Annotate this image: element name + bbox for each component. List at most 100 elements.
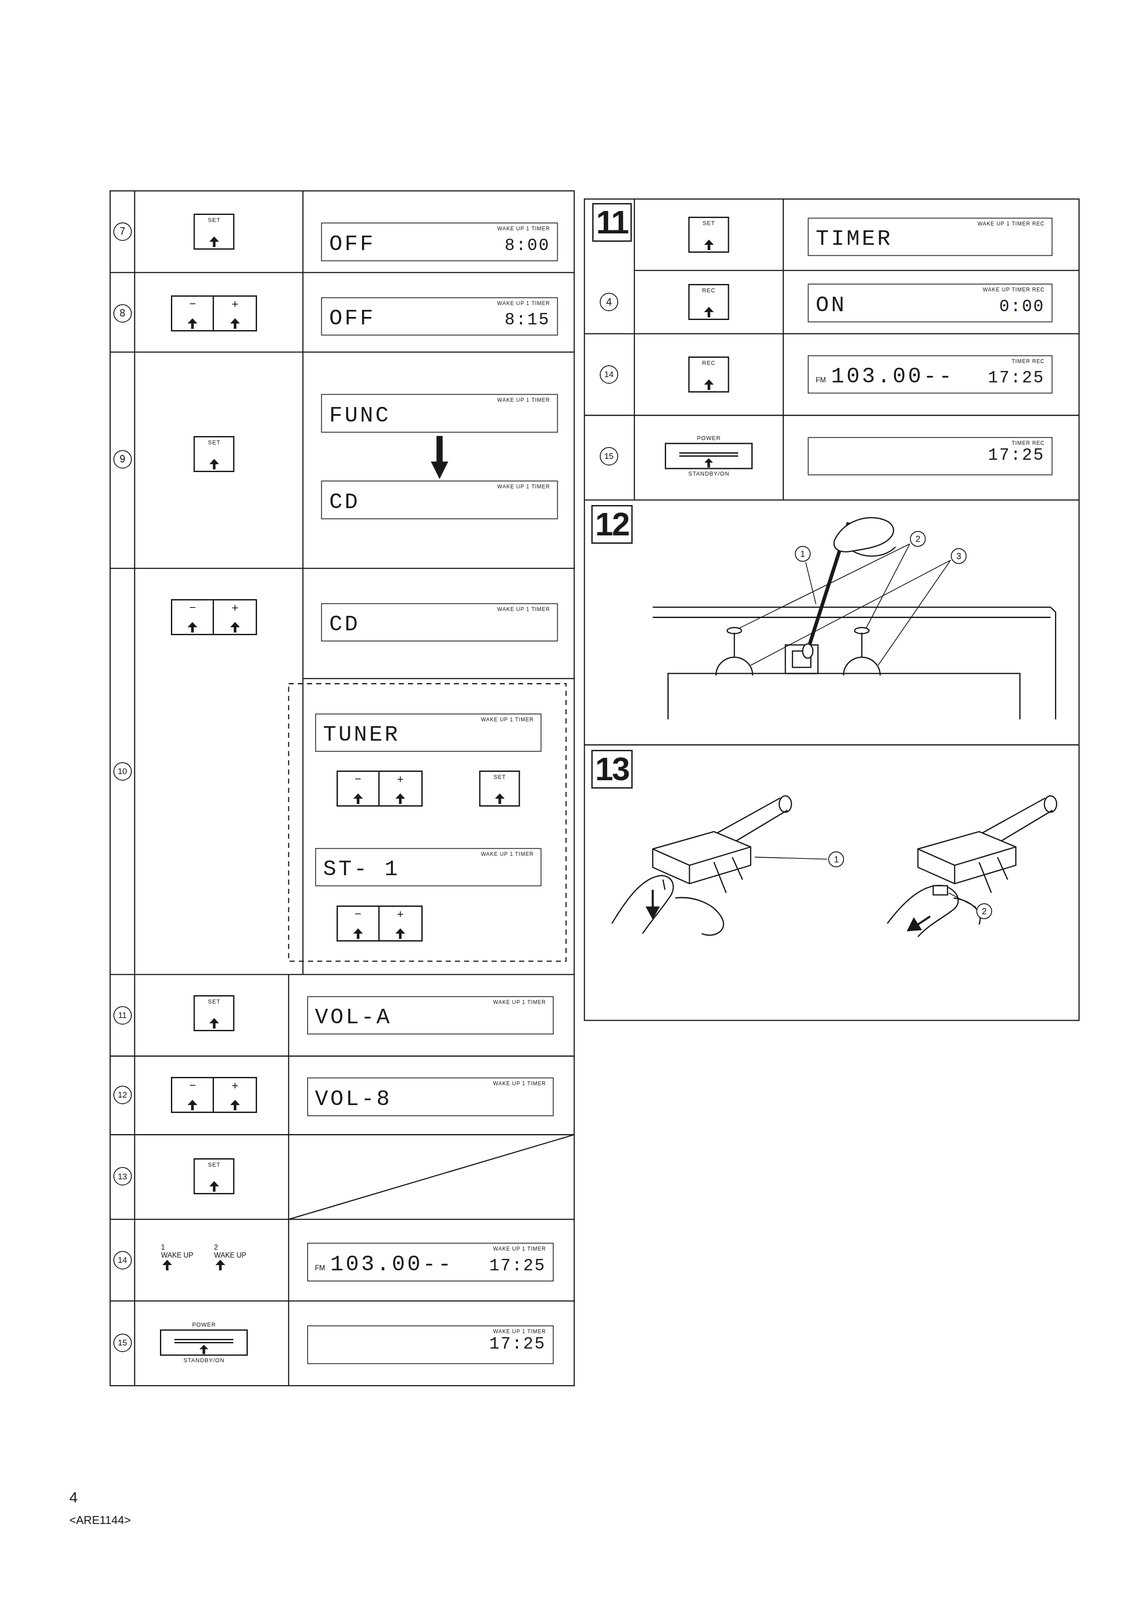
tape-deck-illustration	[878, 560, 951, 666]
display-text: +	[396, 907, 404, 921]
cartridge-illustration	[907, 917, 921, 931]
lcd-display: WAKE UP 1 TIMEROFF8:15	[321, 297, 559, 336]
display-text: POWER	[696, 434, 721, 442]
table-rule	[110, 973, 575, 975]
press-arrow	[228, 1098, 242, 1111]
display-text: +	[396, 772, 404, 786]
display-text: WAKE UP 1 TIMER	[315, 1328, 547, 1335]
tape-deck-illustration	[738, 543, 910, 629]
display-text: WAKE UP 1 TIMER	[329, 396, 551, 403]
press-arrow	[207, 1180, 221, 1192]
display-text: WAKE UP 1 TIMER	[329, 225, 551, 232]
display-text: −	[354, 907, 362, 921]
cartridge-illustration	[1044, 795, 1057, 812]
table-rule	[288, 683, 566, 961]
press-arrow	[494, 793, 505, 804]
display-row: FM103.00--17:25	[815, 364, 1045, 390]
tape-deck-illustration	[1050, 606, 1056, 719]
switch-bar	[679, 452, 739, 454]
button-key: SET	[193, 1157, 235, 1194]
press-arrow	[209, 458, 219, 470]
press-arrow	[215, 1259, 225, 1270]
switch-bar	[174, 1338, 234, 1340]
cartridge-illustration	[713, 856, 743, 893]
tape-deck-illustration	[750, 560, 951, 666]
button-key: −	[336, 905, 380, 942]
press-arrow	[186, 1098, 199, 1111]
button-key: 2WAKE UP	[213, 1242, 268, 1272]
press-arrow	[209, 1180, 219, 1192]
display-text: 1	[161, 1242, 215, 1251]
display-text: SET	[207, 998, 221, 1005]
lcd-display: WAKE UP 1 TIMERFUNC	[321, 393, 559, 432]
step-number: 9	[113, 449, 132, 469]
button-key: −	[170, 1076, 214, 1113]
button-key: SET	[688, 216, 730, 253]
button-key: −+	[170, 1076, 258, 1113]
button-key: −+	[336, 905, 423, 942]
press-arrow	[186, 317, 199, 330]
display-text: WAKE UP 1 TIMER	[329, 605, 551, 613]
section-number: 11	[592, 202, 632, 242]
display-text: −	[189, 297, 196, 311]
press-arrow	[207, 1017, 221, 1029]
table-rule	[288, 1134, 575, 1219]
tape-deck-illustration	[667, 673, 1020, 719]
table-rule	[110, 1299, 575, 1301]
display-text: 103.00--	[831, 364, 955, 389]
tape-deck-illustration	[833, 517, 894, 552]
cartridge-illustration	[917, 831, 1016, 884]
switch-bar	[679, 455, 739, 457]
tape-deck-illustration	[652, 616, 1051, 618]
display-text: VOL-A	[315, 1004, 392, 1030]
table-rule	[634, 199, 636, 501]
step-number: 14	[113, 1250, 132, 1269]
cartridge-illustration	[948, 892, 977, 907]
tape-deck-illustration	[866, 543, 910, 629]
display-text: CD	[329, 489, 360, 515]
display-text: SET	[207, 1161, 221, 1168]
press-arrow	[228, 621, 242, 633]
callout-number: 2	[976, 902, 993, 919]
press-arrow	[353, 927, 363, 939]
tape-deck-illustration	[802, 643, 813, 658]
page-number: <ARE1144>	[69, 1513, 131, 1526]
lcd-display: TIMER REC17:25	[807, 436, 1053, 475]
display-text: FUNC	[329, 403, 391, 428]
display-row: CD	[329, 612, 551, 638]
display-text: TIMER REC	[815, 358, 1045, 365]
table-rule	[110, 190, 575, 1385]
display-row: OFF8:00	[329, 231, 551, 257]
display-text: TIMER REC	[815, 439, 1045, 446]
press-arrow	[394, 927, 407, 939]
cartridge-illustration	[663, 879, 666, 890]
cartridge-illustration	[779, 795, 792, 812]
display-text: SET	[493, 773, 506, 780]
display-text: 17:25	[988, 445, 1045, 465]
step-number: 13	[113, 1166, 132, 1185]
table-rule	[302, 677, 574, 679]
display-text: 17:25	[489, 1256, 546, 1275]
step-number: 12	[113, 1085, 132, 1104]
display-text: TUNER	[322, 722, 400, 747]
display-text: +	[231, 297, 239, 311]
button-key: SET	[479, 770, 521, 807]
display-text: WAKE UP 1 TIMER	[329, 300, 551, 307]
display-text: FM	[315, 1263, 326, 1272]
display-text: SET	[207, 217, 221, 224]
press-arrow	[353, 793, 363, 804]
press-arrow	[207, 458, 221, 470]
display-text: REC	[702, 359, 716, 367]
press-arrow	[703, 379, 714, 390]
press-arrow	[230, 318, 240, 329]
tape-deck-illustration	[733, 632, 736, 657]
display-text: FM	[815, 376, 826, 385]
display-text: OFF	[329, 306, 376, 331]
lcd-display: WAKE UP 1 TIMEROFF8:00	[321, 222, 559, 261]
power-switch	[159, 1329, 248, 1356]
press-arrow	[228, 317, 242, 330]
table-rule	[110, 1133, 575, 1135]
